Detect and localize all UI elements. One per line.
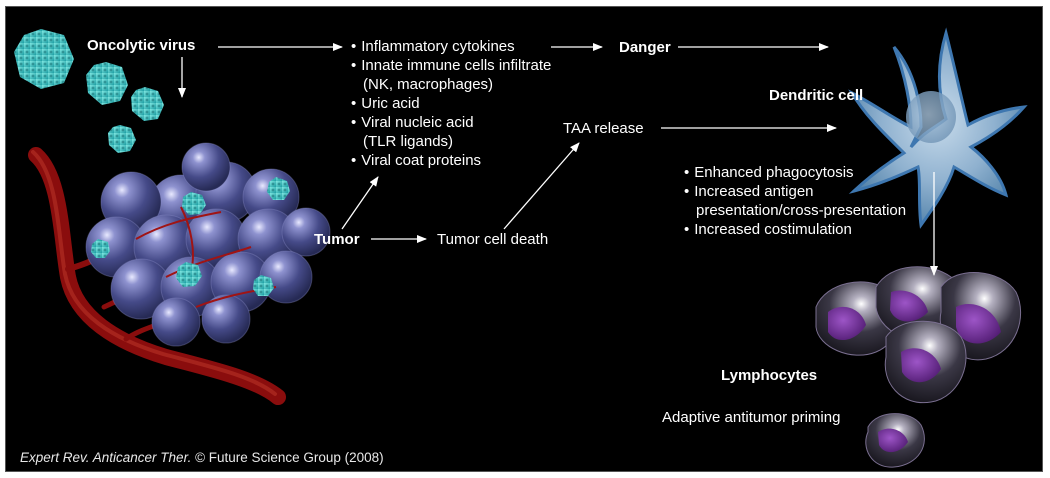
danger-signal-item: Inflammatory cytokines: [351, 37, 514, 56]
lymphocytes-cluster: [815, 266, 1021, 468]
arrows: [178, 43, 938, 276]
arrow-tumor-to-signals: [341, 176, 379, 230]
arrow-death-to-taa: [503, 142, 580, 230]
dc-effect-continuation: presentation/cross-presentation: [696, 202, 907, 219]
tumor-mass: [85, 142, 331, 347]
dc-effect-item: Enhanced phagocytosis: [684, 163, 853, 182]
dendritic-cell: [848, 27, 1028, 229]
label-taa-release: TAA release: [563, 120, 644, 137]
label-adaptive-priming: Adaptive antitumor priming: [662, 409, 841, 426]
danger-signal-continuation: (NK, macrophages): [363, 76, 494, 93]
label-tumor-cell-death: Tumor cell death: [437, 231, 549, 248]
credit-journal: Expert Rev. Anticancer Ther.: [20, 450, 192, 465]
virus-particles: [14, 29, 164, 153]
diagram-panel: Oncolytic virus Tumor Tumor cell death T…: [5, 6, 1043, 472]
virus-particle: [131, 87, 164, 121]
label-tumor: Tumor: [314, 231, 360, 248]
label-dendritic-cell: Dendritic cell: [769, 87, 864, 104]
credit-rest: © Future Science Group (2008): [195, 450, 384, 465]
label-danger: Danger: [619, 39, 671, 56]
dc-effect-item: Increased antigen: [684, 182, 813, 201]
danger-signal-item: Viral coat proteins: [351, 151, 481, 170]
label-oncolytic-virus: Oncolytic virus: [87, 37, 196, 54]
danger-signal-item: Uric acid: [351, 94, 419, 113]
danger-signal-item: Viral nucleic acid: [351, 113, 473, 132]
virus-in-tumor: [91, 177, 290, 296]
danger-signal-item: Innate immune cells infiltrate: [351, 56, 551, 75]
label-lymphocytes: Lymphocytes: [721, 367, 818, 384]
danger-signal-continuation: (TLR ligands): [363, 133, 454, 150]
virus-particle: [86, 62, 128, 105]
virus-particle: [14, 29, 74, 89]
tumor-vessels: [135, 206, 277, 308]
figure-credit: Expert Rev. Anticancer Ther. © Future Sc…: [20, 448, 384, 467]
dc-effect-item: Increased costimulation: [684, 220, 852, 239]
diagram-artwork: [14, 27, 1028, 468]
virus-particle: [108, 125, 136, 153]
